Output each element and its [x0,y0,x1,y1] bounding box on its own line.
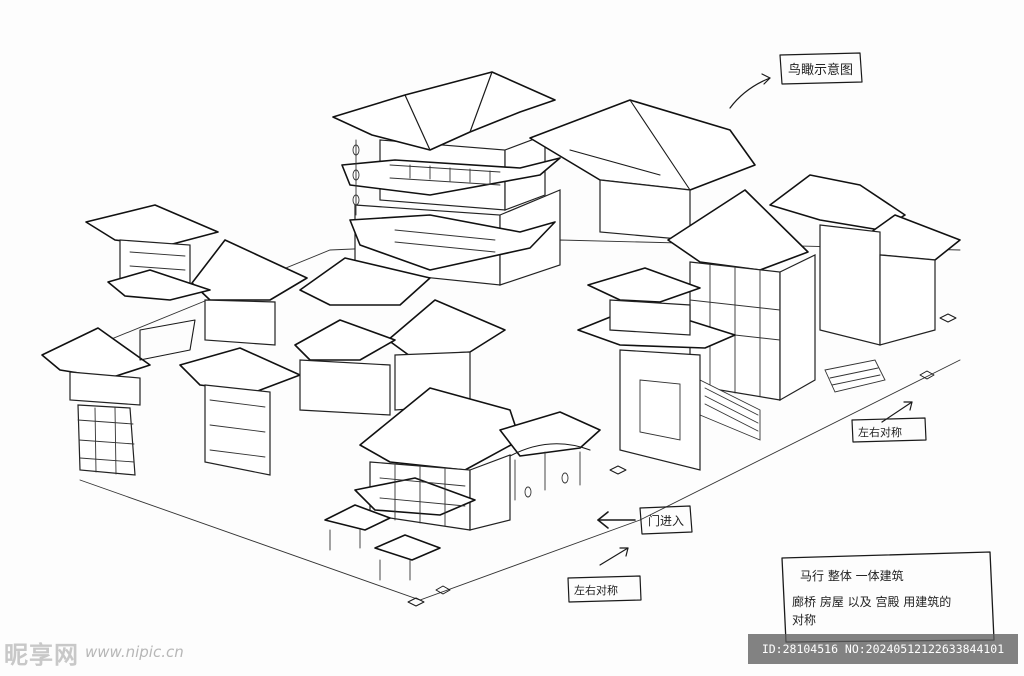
symmetry-label-bottom: 左右对称 [574,583,618,597]
entrance-label: 门进入 [648,513,684,528]
center-left-hall [294,299,506,416]
main-hall [332,71,561,286]
left-mid-building [191,239,431,346]
paving-stones [407,313,957,607]
note-box: 马行 整体 一体建筑 廊桥 房屋 以及 宫殿 用建筑的 对称 [781,551,995,643]
lantern-icon [352,139,360,216]
symmetry-annotation-bottom: 左右对称 [567,547,642,603]
staircase-right [824,359,886,393]
watermark-url: www.nipic.cn [85,643,184,661]
lower-left-building [179,347,301,476]
note-line-1: 马行 整体 一体建筑 [800,568,904,583]
left-gate-tower [41,319,196,476]
covered-bridge [499,411,601,501]
title-annotation: 鸟瞰示意图 [729,52,863,109]
symmetry-label-right: 左右对称 [858,425,902,439]
front-building [354,387,521,531]
image-id-bar: ID:28104516 NO:20240512122633844101 [748,634,1018,664]
far-right-building [769,174,961,393]
left-watchtower [85,204,219,301]
symmetry-annotation-right: 左右对称 [851,401,927,443]
entrance-annotation: 门进入 [597,505,693,535]
market-stalls [324,504,441,581]
watermark-brand: 昵享网 [4,640,79,669]
note-line-3: 对称 [792,613,816,627]
center-pavilion [577,267,736,471]
title-label: 鸟瞰示意图 [788,62,853,78]
note-line-2: 廊桥 房屋 以及 宫殿 用建筑的 [792,594,951,609]
watermark-logo: 昵享网 www.nipic.cn [4,634,224,670]
